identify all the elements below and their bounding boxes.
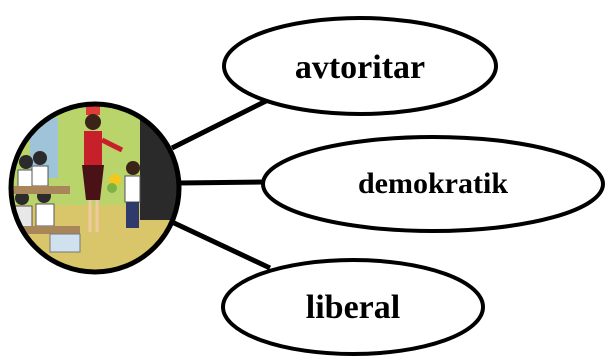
oval-avtoritar: [222, 16, 498, 116]
oval-liberal: [221, 258, 485, 356]
label-avtoritar: avtoritar: [295, 49, 425, 86]
classroom-illustration: [11, 104, 179, 272]
connector-line-demokratik: [177, 179, 263, 186]
connector-line-avtoritar: [170, 95, 274, 151]
illustration-circle-border: [8, 101, 182, 275]
label-demokratik: demokratik: [358, 167, 508, 200]
connector-line-liberal: [170, 219, 272, 271]
oval-demokratik: [261, 135, 605, 233]
label-liberal: liberal: [306, 289, 400, 326]
